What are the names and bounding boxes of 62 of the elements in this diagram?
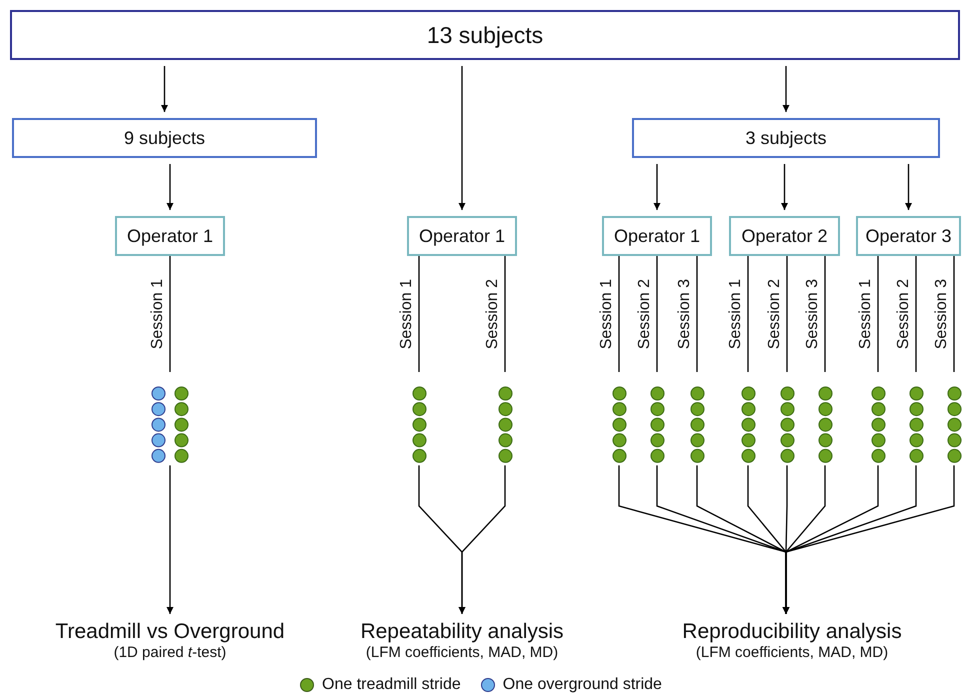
edge-label: Session 2 bbox=[766, 278, 784, 350]
dot-column bbox=[870, 386, 886, 464]
dot-column bbox=[412, 386, 426, 464]
connector-line bbox=[747, 256, 749, 372]
analysis-title: Treadmill vs Overground bbox=[55, 620, 285, 644]
dot-column bbox=[780, 386, 794, 464]
dot-column bbox=[908, 386, 924, 464]
edge-label: Session 2 bbox=[484, 278, 502, 350]
edge-label: Session 3 bbox=[933, 278, 951, 350]
arrow bbox=[458, 66, 466, 210]
dot-column bbox=[151, 386, 189, 464]
connector-line bbox=[504, 256, 506, 372]
edge-label: Session 1 bbox=[598, 278, 616, 350]
connector-line bbox=[786, 256, 788, 372]
connector-line bbox=[656, 256, 658, 372]
edge-label: Session 3 bbox=[804, 278, 822, 350]
analysis-subtitle: (LFM coefficients, MAD, MD) bbox=[366, 644, 558, 662]
analysis-subtitle: (1D paired t-test) bbox=[114, 644, 226, 662]
operator-box: Operator 3 bbox=[856, 216, 961, 256]
connector-line bbox=[169, 256, 171, 372]
analysis-title: Reproducibility analysis bbox=[682, 620, 902, 644]
arrow bbox=[458, 465, 506, 614]
connector-line bbox=[824, 256, 826, 372]
arrow bbox=[166, 465, 174, 614]
edge-label: Session 1 bbox=[149, 278, 167, 350]
arrow bbox=[654, 164, 660, 210]
arrow bbox=[161, 66, 168, 112]
edge-label: Session 2 bbox=[636, 278, 654, 350]
analysis-subtitle: (LFM coefficients, MAD, MD) bbox=[696, 644, 888, 662]
dot-column bbox=[612, 386, 626, 464]
edge-label: Session 1 bbox=[727, 278, 745, 350]
arrow bbox=[166, 164, 174, 210]
connector-line bbox=[915, 256, 917, 372]
connector-line bbox=[877, 256, 879, 372]
dot-column bbox=[690, 386, 704, 464]
legend-label: One treadmill stride bbox=[322, 676, 461, 694]
arrow bbox=[781, 164, 788, 210]
connector-line bbox=[696, 256, 698, 372]
dot-column bbox=[946, 386, 962, 464]
edge-label: Session 3 bbox=[676, 278, 694, 350]
connector-line bbox=[418, 256, 420, 372]
arrow bbox=[782, 465, 955, 614]
dot-column bbox=[818, 386, 832, 464]
edge-label: Session 1 bbox=[398, 278, 416, 350]
group-box: 9 subjects bbox=[12, 118, 317, 158]
arrow bbox=[905, 164, 912, 210]
group-box: 3 subjects bbox=[632, 118, 940, 158]
dot-column bbox=[740, 386, 756, 464]
group-box: 13 subjects bbox=[10, 10, 960, 60]
analysis-title: Repeatability analysis bbox=[360, 620, 564, 644]
operator-box: Operator 1 bbox=[407, 216, 517, 256]
operator-box: Operator 1 bbox=[115, 216, 225, 256]
dot-column bbox=[650, 386, 664, 464]
arrow bbox=[782, 66, 790, 112]
operator-box: Operator 2 bbox=[729, 216, 840, 256]
legend-label: One overground stride bbox=[502, 676, 662, 694]
edge-label: Session 1 bbox=[857, 278, 875, 350]
operator-box: Operator 1 bbox=[602, 216, 712, 256]
dot-column bbox=[498, 386, 512, 464]
connector-line bbox=[618, 256, 620, 372]
connector-line bbox=[953, 256, 955, 372]
edge-label: Session 2 bbox=[895, 278, 913, 350]
